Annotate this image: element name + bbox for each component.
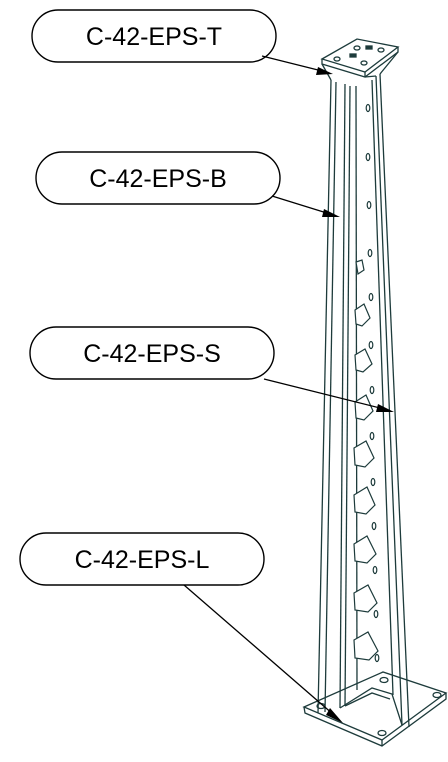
arrowhead-icon	[322, 209, 340, 217]
callout-bubble	[35, 151, 281, 205]
callout-bubble	[19, 532, 265, 586]
callout-base-plate: C-42-EPS-L	[19, 532, 343, 723]
leader-line	[261, 55, 327, 73]
callout-label: C-42-EPS-B	[89, 165, 227, 193]
callout-bubble	[29, 326, 275, 380]
leader-line	[271, 195, 331, 215]
column-body	[317, 73, 410, 728]
arrowhead-icon	[376, 404, 394, 412]
callout-label: C-42-EPS-S	[83, 340, 221, 368]
side-notches	[353, 259, 379, 661]
top-plate	[320, 38, 400, 81]
callout-body: C-42-EPS-B	[35, 151, 340, 217]
slot-holes	[365, 103, 380, 663]
arrowhead-icon	[316, 67, 333, 75]
callout-side: C-42-EPS-S	[29, 326, 394, 412]
leader-line	[263, 378, 385, 410]
callout-label: C-42-EPS-T	[86, 23, 222, 51]
arrowhead-icon	[326, 708, 343, 723]
callout-bubble	[31, 9, 277, 63]
callout-top-plate: C-42-EPS-T	[31, 9, 333, 75]
callout-label: C-42-EPS-L	[75, 546, 210, 574]
leader-line	[183, 584, 335, 716]
